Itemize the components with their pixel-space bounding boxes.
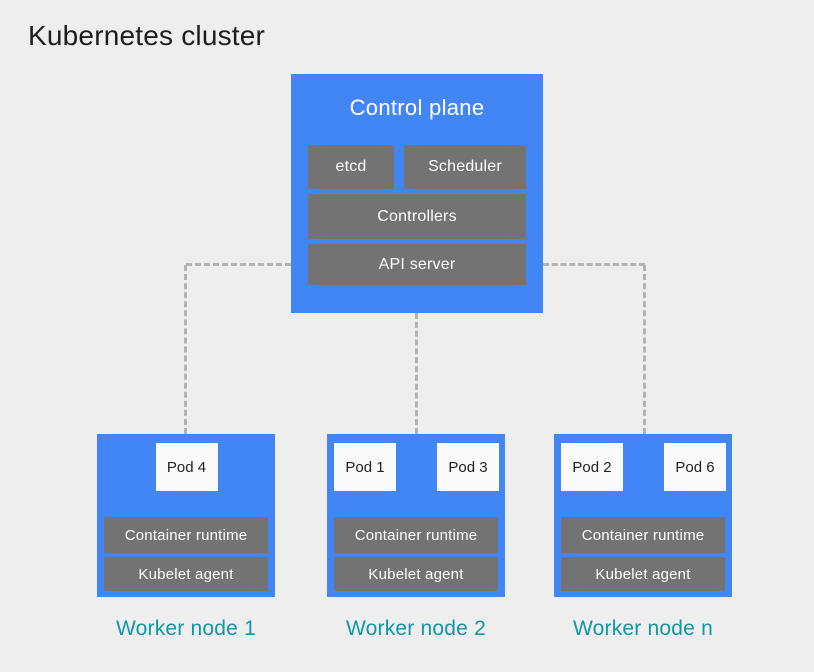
control-plane-box: Control plane etcd Scheduler Controllers… [291,74,543,313]
component-controllers: Controllers [308,194,526,239]
component-api-server-label: API server [378,255,456,273]
connector-vertical-worker-1 [184,265,187,434]
worker-node-2-pod-row: Pod 1 Pod 3 [334,443,499,491]
worker-node-1-pod-row: Pod 4 [104,443,269,491]
worker-node-n-pod-row: Pod 2 Pod 6 [561,443,726,491]
container-runtime-label: Container runtime [354,526,478,544]
container-runtime-label: Container runtime [124,526,248,544]
component-etcd: etcd [308,145,394,189]
connector-vertical-worker-2 [415,313,418,434]
worker-node-n-box: Pod 2 Pod 6 Container runtime Kubelet ag… [554,434,732,597]
pod-2-label: Pod 2 [572,458,612,476]
kubelet-agent-label: Kubelet agent [138,565,234,583]
pod-6-label: Pod 6 [675,458,715,476]
pod-3: Pod 3 [437,443,499,491]
component-scheduler: Scheduler [404,145,526,189]
worker-node-2-container-runtime: Container runtime [334,517,498,553]
pod-4-label: Pod 4 [166,458,207,476]
worker-node-n-kubelet-agent: Kubelet agent [561,557,725,591]
worker-node-2-kubelet-agent: Kubelet agent [334,557,498,591]
worker-node-n-label: Worker node n [573,617,713,640]
worker-node-1-box: Pod 4 Container runtime Kubelet agent [97,434,275,597]
pod-6: Pod 6 [664,443,726,491]
worker-node-2-box: Pod 1 Pod 3 Container runtime Kubelet ag… [327,434,505,597]
worker-node-2-label: Worker node 2 [346,617,486,640]
worker-node-1-container-runtime: Container runtime [104,517,268,553]
pod-3-label: Pod 3 [448,458,488,476]
container-runtime-label: Container runtime [581,526,705,544]
worker-node-1-kubelet-agent: Kubelet agent [104,557,268,591]
diagram-title: Kubernetes cluster [28,20,266,51]
component-controllers-label: Controllers [377,207,457,225]
worker-node-1-label: Worker node 1 [116,617,256,640]
kubelet-agent-label: Kubelet agent [368,565,464,583]
connector-horizontal-left [186,263,291,266]
kubelet-agent-label: Kubelet agent [595,565,691,583]
pod-1: Pod 1 [334,443,396,491]
worker-node-n-container-runtime: Container runtime [561,517,725,553]
pod-2: Pod 2 [561,443,623,491]
pod-1-label: Pod 1 [345,458,385,476]
connector-horizontal-right [543,263,645,266]
connector-vertical-worker-n [643,265,646,434]
control-plane-title: Control plane [349,95,485,120]
component-api-server: API server [308,244,526,285]
component-scheduler-label: Scheduler [428,158,502,175]
component-etcd-label: etcd [335,158,367,175]
pod-4: Pod 4 [155,443,218,491]
